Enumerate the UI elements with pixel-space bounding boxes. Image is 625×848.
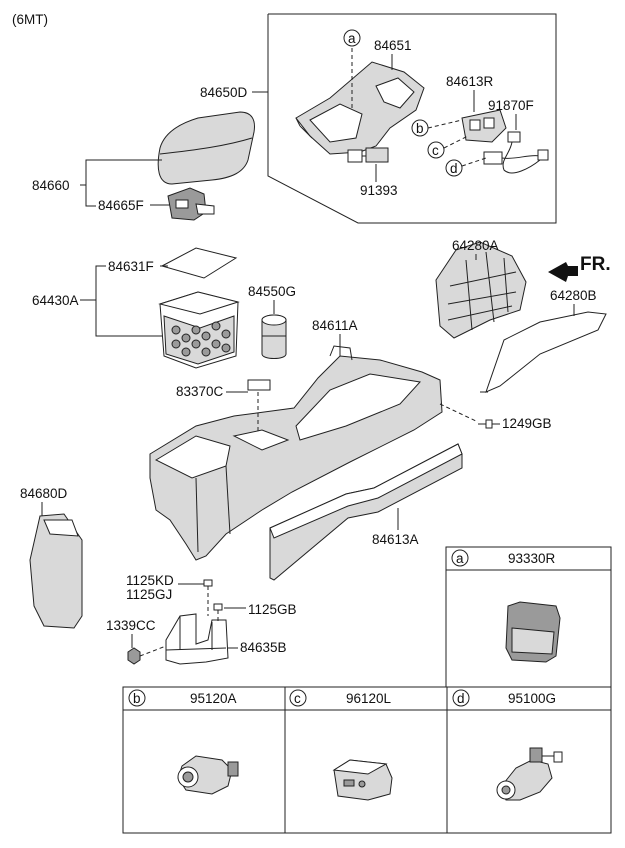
legend-letter-c: c: [294, 691, 301, 706]
label-64280B: 64280B: [550, 288, 597, 303]
label-1125GB: 1125GB: [248, 602, 297, 617]
wiring-91870F: [483, 131, 549, 174]
legend-letter-d: d: [457, 691, 465, 706]
callout-d-marker: d: [445, 157, 487, 177]
callout-a-marker: a: [343, 29, 361, 47]
label-84680D: 84680D: [20, 486, 68, 501]
legend-part-c: 96120L: [346, 691, 392, 706]
label-83370C: 83370C: [176, 384, 224, 399]
usb-aux-jack-96120L-icon: [332, 759, 393, 801]
bracket-84635B: [165, 613, 229, 665]
label-84635B: 84635B: [240, 640, 287, 655]
upper-cover-84651: [295, 61, 425, 155]
label-1125GJ: 1125GJ: [126, 587, 172, 602]
svg-text:d: d: [450, 161, 458, 176]
side-cover-64280B: [480, 311, 607, 393]
nut-1339CC: [127, 645, 167, 665]
variant-label: (6MT): [12, 12, 48, 27]
storage-tray-64430A: [158, 291, 240, 369]
label-64280A: 64280A: [452, 238, 499, 253]
legend-part-d: 95100G: [508, 691, 556, 706]
label-84550G: 84550G: [248, 284, 296, 299]
legend-cell-b: b 95120A: [128, 689, 239, 795]
label-84650D: 84650D: [200, 85, 248, 100]
legend-letter-a: a: [456, 551, 464, 566]
armrest-lid-84660: [157, 111, 255, 185]
label-1125KD: 1125KD: [126, 573, 174, 588]
label-84660: 84660: [32, 178, 70, 193]
svg-text:b: b: [416, 121, 424, 136]
front-direction-arrow: FR.: [548, 254, 611, 282]
cigar-lighter-95100G-icon: [496, 747, 563, 801]
upper-cover-detail-box: [252, 13, 557, 224]
latch-84665F: [167, 187, 215, 221]
label-1339CC: 1339CC: [106, 618, 156, 633]
label-1249GB: 1249GB: [502, 416, 552, 431]
legend-cell-a: a 93330R: [451, 549, 561, 663]
label-91870F: 91870F: [488, 98, 534, 113]
label-91393: 91393: [360, 183, 398, 198]
accessory-socket-93330R-icon: [505, 601, 561, 663]
bolt-1125KD: [203, 579, 213, 616]
connector-91393: [347, 147, 389, 163]
legend-table: [122, 546, 612, 834]
legend-part-b: 95120A: [190, 691, 237, 706]
callout-c-marker: c: [427, 135, 469, 159]
label-84665F: 84665F: [98, 198, 144, 213]
cup-holder-84550G: [261, 314, 287, 359]
svg-text:a: a: [348, 31, 356, 46]
screw-1249GB: [439, 403, 493, 429]
legend-letter-b: b: [133, 691, 141, 706]
switch-panel-84613R: [461, 109, 507, 143]
label-84613R: 84613R: [446, 74, 494, 89]
hex-pattern: [171, 321, 231, 357]
bolt-1125GB: [213, 603, 223, 624]
legend-cell-d: d 95100G: [452, 689, 563, 801]
label-84651: 84651: [374, 38, 412, 53]
label-84613A: 84613A: [372, 532, 419, 547]
console-body-84611A: [149, 345, 443, 561]
label-84631F: 84631F: [108, 259, 154, 274]
rear-cover-84680D: [29, 513, 83, 629]
label-64430A: 64430A: [32, 293, 79, 308]
legend-part-a: 93330R: [508, 551, 556, 566]
side-cover-64280A: [435, 241, 527, 339]
side-trim-84613A: [269, 443, 463, 581]
power-outlet-95120A-icon: [177, 755, 239, 795]
legend-cell-c: c 96120L: [289, 689, 393, 801]
callout-b-marker: b: [411, 119, 463, 137]
svg-text:c: c: [432, 143, 439, 158]
mat-84631F: [160, 247, 238, 279]
label-84611A: 84611A: [312, 318, 358, 333]
front-direction-label: FR.: [580, 254, 611, 275]
